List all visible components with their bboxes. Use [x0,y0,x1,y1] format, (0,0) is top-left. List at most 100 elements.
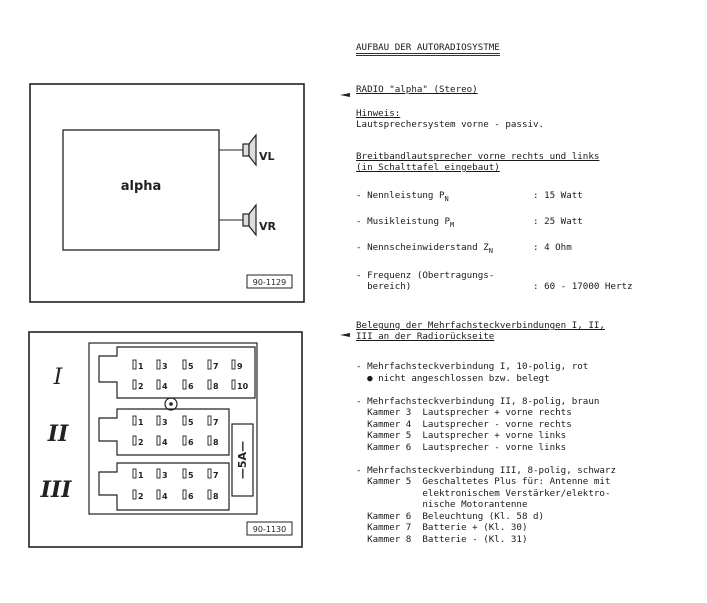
pin-number: 3 [162,471,168,480]
spec-value: : 25 Watt [533,216,583,227]
pin-slot [182,379,187,390]
pin-number: 6 [188,492,194,501]
section2-heading-1: Belegung der Mehrfachsteckverbindungen I… [356,320,605,331]
pin-slot [156,489,161,500]
pin-number: 8 [213,382,219,391]
pin-number: 7 [213,418,219,427]
pin-number: 4 [162,492,168,501]
pin-slot [132,468,137,479]
pin-number: 9 [237,362,243,371]
radio-box [62,129,220,251]
speaker-vl-label: VL [259,150,275,163]
text-line: ● nicht angeschlossen bzw. belegt [356,372,550,384]
pin-number: 10 [237,382,249,391]
spec-value: : 4 Ohm [533,242,572,253]
pin-slot [132,379,137,390]
pin-slot [207,379,212,390]
pin-number: 6 [188,438,194,447]
note-label: Hinweis: [356,108,401,119]
connector-III [98,462,230,511]
pin-slot [182,415,187,426]
radio-label: alpha [121,179,162,194]
text-line: Kammer 6 Lautsprecher - vorne links [356,441,567,453]
pin-slot [132,489,137,500]
pin-slot [207,359,212,370]
spec-value: : 60 - 17000 Hertz [533,281,633,292]
speaker-heading-2: (in Schalttafel eingebaut) [356,162,500,173]
spec-label: - Musikleistung P [356,216,451,227]
speaker-icon [242,203,257,237]
text-line: Kammer 7 Batterie + (Kl. 30) [356,522,528,533]
spec-label-cont: bereich) [356,281,412,292]
page-title: AUFBAU DER AUTORADIOSYSTME [356,42,500,56]
pin-slot [231,379,236,390]
figure-connectors [28,331,303,548]
figure-frame [29,83,305,303]
connector-label-III: III [40,477,73,503]
pin-number: 1 [138,418,144,427]
spec-row: - Musikleistung PM [356,216,454,232]
section2-heading-2: III an der Radiorückseite [356,331,495,342]
pin-slot [132,415,137,426]
text-line: Kammer 3 Lautsprecher + vorne rechts [356,407,572,418]
title-text: AUFBAU DER AUTORADIOSYSTME [356,43,500,56]
pin-number: 1 [138,471,144,480]
pin-slot [207,415,212,426]
pin-number: 3 [162,418,168,427]
pin-number: 7 [213,362,219,371]
figure-id: 90-1130 [253,525,286,534]
pointer-arrow-icon [340,333,350,337]
spec-label: - Frequenz (Obertragungs- [356,270,495,281]
pin-slot [156,359,161,370]
pin-slot [207,468,212,479]
text-line: - Mehrfachsteckverbindung II, 8-polig, b… [356,395,600,407]
section1-heading: RADIO "alpha" (Stereo) [356,84,478,95]
pin-number: 5 [188,418,194,427]
pin-number: 4 [162,438,168,447]
fuse-label: —5A— [236,441,249,479]
pin-number: 3 [162,362,168,371]
connector-label-I: I [53,365,64,390]
spec-label: - Nennleistung P [356,190,445,201]
text-line: - Mehrfachsteckverbindung I, 10-polig, r… [356,361,589,372]
pin-number: 1 [138,362,144,371]
connector-label-II: II [47,421,69,447]
text-line: elektronischem Verstärker/elektro- [356,487,611,499]
pin-number: 8 [213,492,219,501]
pin-slot [182,489,187,500]
pin-slot [231,359,236,370]
fuse-holder [231,423,254,497]
connector-II [98,408,230,456]
pin-slot [156,415,161,426]
text-line: Kammer 6 Beleuchtung (Kl. 58 d) [356,510,545,522]
speaker-vr-label: VR [259,220,277,233]
pin-slot [156,379,161,390]
text-line: Kammer 5 Geschaltetes Plus für: Antenne … [356,476,611,487]
figure-frame [28,331,303,548]
pin-number: 5 [188,362,194,371]
pin-slot [207,435,212,446]
pin-number: 4 [162,382,168,391]
pin-slot [132,435,137,446]
text-line: Kammer 4 Lautsprecher - vorne rechts [356,418,572,430]
spec-row: - Nennleistung PN [356,190,449,206]
pin-number: 5 [188,471,194,480]
text-line: - Mehrfachsteckverbindung III, 8-polig, … [356,464,616,476]
pin-number: 2 [138,382,144,391]
pin-number: 8 [213,438,219,447]
speaker-icon [242,133,257,167]
pin-number: 2 [138,438,144,447]
pointer-arrow-icon [340,93,350,97]
spec-subscript: N [488,247,493,255]
pin-slot [132,359,137,370]
spec-value: : 15 Watt [533,190,583,201]
pin-number: 7 [213,471,219,480]
spec-subscript: M [450,221,455,229]
screw-icon [164,397,178,411]
pin-slot [207,489,212,500]
speaker-heading-1: Breitbandlautsprecher vorne rechts und l… [356,151,600,162]
note-text: Lautsprechersystem vorne - passiv. [356,119,545,130]
pin-slot [156,435,161,446]
connector-housing [88,342,258,515]
